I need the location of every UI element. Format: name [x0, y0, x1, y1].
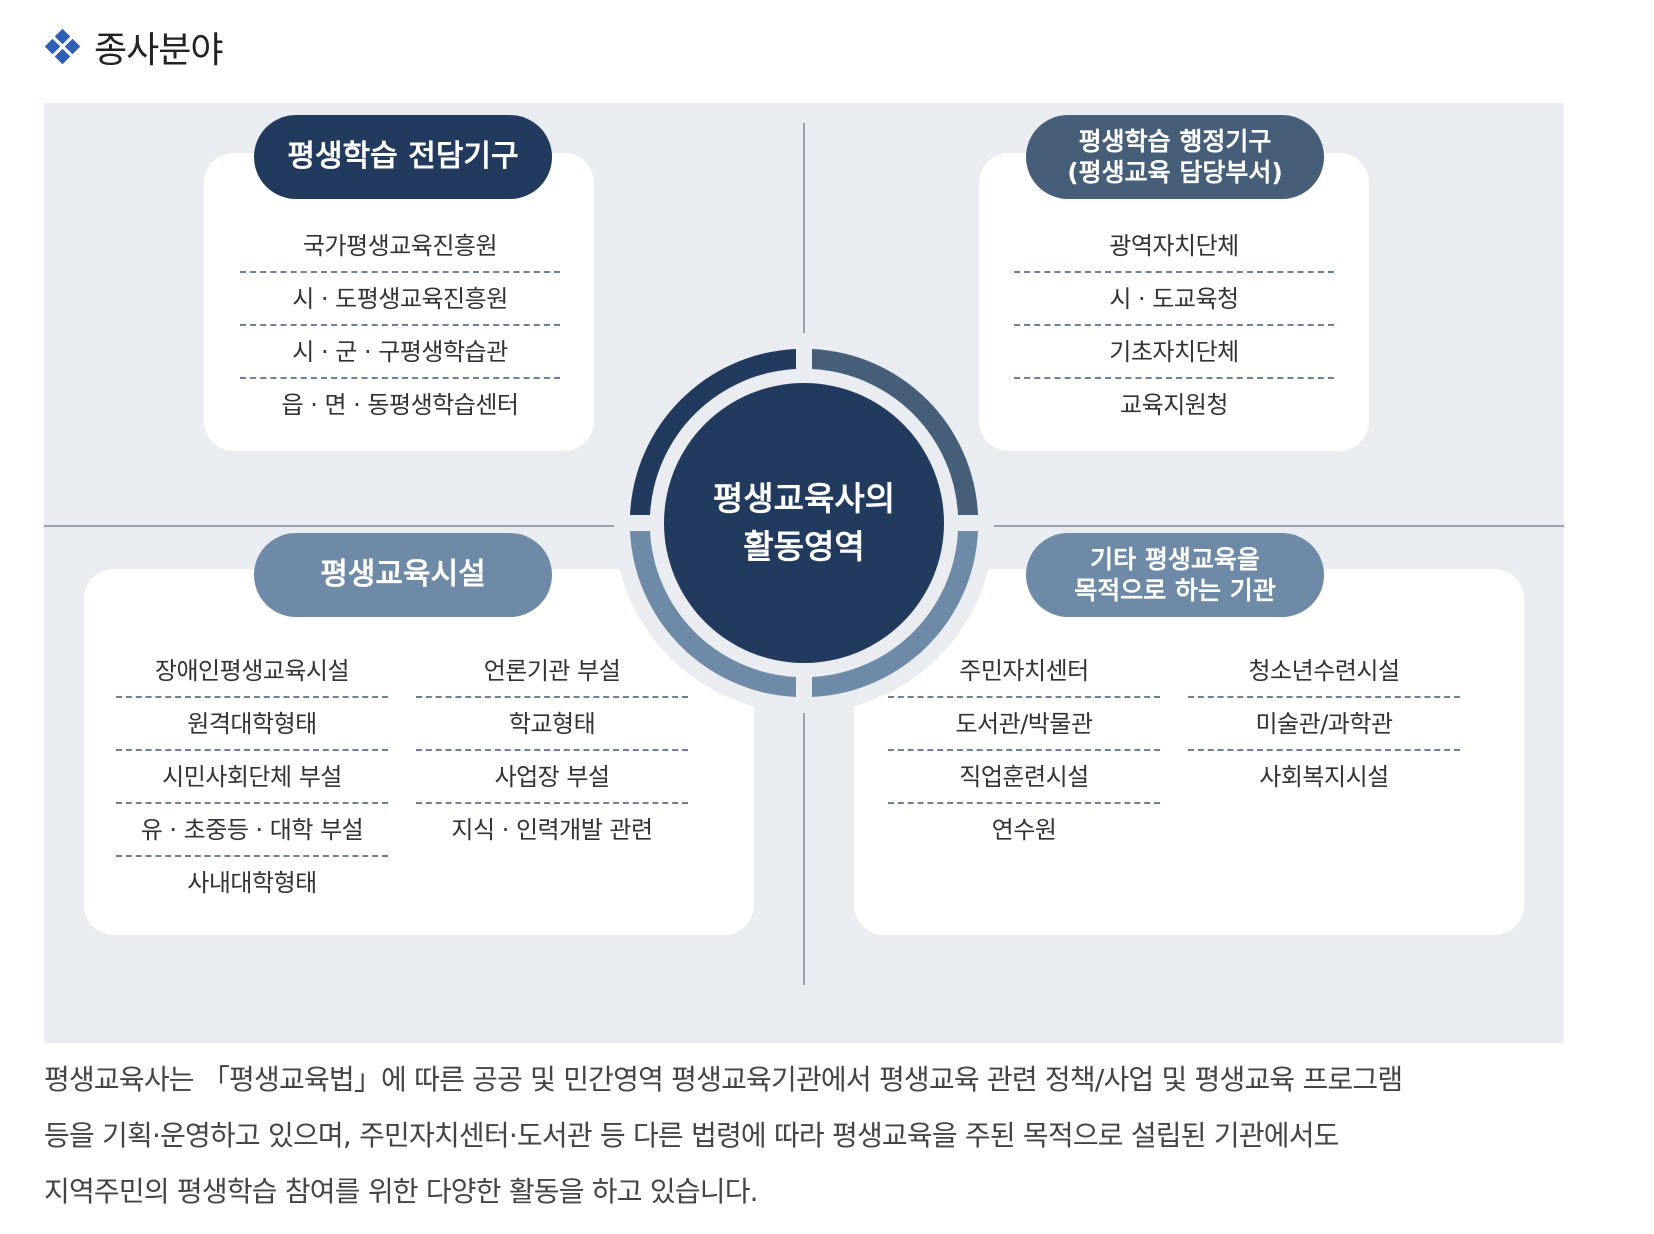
ring-segment-bottom-left	[630, 531, 796, 697]
list-other-institutions-column-1: 주민자치센터 도서관/박물관 직업훈련시설 연수원	[888, 645, 1160, 857]
description-paragraph: 평생교육사는 「평생교육법」에 따른 공공 및 민간영역 평생교육기관에서 평생…	[44, 1052, 1584, 1220]
quadrant-title-administrative-agency: 평생학습 행정기구 (평생교육 담당부서)	[1026, 115, 1324, 199]
center-label-line-2: 활동영역	[743, 527, 864, 566]
list-item: 시민사회단체 부설	[116, 751, 388, 804]
title-line: 목적으로 하는 기관	[1074, 576, 1276, 605]
list-item: 국가평생교육진흥원	[240, 220, 560, 273]
description-line: 지역주민의 평생학습 참여를 위한 다양한 활동을 하고 있습니다.	[44, 1175, 759, 1208]
quadrant-title-lifelong-learning-agency: 평생학습 전담기구	[254, 115, 552, 199]
section-title: 종사분야	[94, 30, 223, 71]
list-item: 시 · 군 · 구평생학습관	[240, 326, 560, 379]
list-administrative-agency: 광역자치단체 시 · 도교육청 기초자치단체 교육지원청	[1014, 220, 1334, 432]
quadrant-box-lifelong-education-facilities	[84, 569, 754, 935]
list-item: 사업장 부설	[416, 751, 688, 804]
list-item: 광역자치단체	[1014, 220, 1334, 273]
quadrant-box-administrative-agency	[979, 153, 1369, 451]
quadrant-box-other-institutions	[854, 569, 1524, 935]
list-item: 시 · 도평생교육진흥원	[240, 273, 560, 326]
ring-segment-bottom-right	[812, 531, 978, 697]
list-item: 지식 · 인력개발 관련	[451, 816, 653, 844]
quadrant-box-lifelong-learning-agency	[204, 153, 594, 451]
title-line: 평생학습 행정기구	[1078, 126, 1272, 156]
ring-segment-top-left	[630, 349, 796, 515]
list-item: 장애인평생교육시설	[116, 645, 388, 698]
list-lifelong-learning-agency: 국가평생교육진흥원 시 · 도평생교육진흥원 시 · 군 · 구평생학습관 읍 …	[240, 220, 560, 432]
list-other-institutions-column-2: 청소년수련시설 미술관/과학관 사회복지시설	[1188, 645, 1460, 804]
list-facilities-column-2: 언론기관 부설 학교형태 사업장 부설 지식 · 인력개발 관련	[416, 645, 688, 857]
list-item: 언론기관 부설	[416, 645, 688, 698]
list-item: 사내대학형태	[187, 869, 317, 897]
list-item: 원격대학형태	[116, 698, 388, 751]
center-circle	[664, 383, 944, 663]
list-item: 유 · 초중등 · 대학 부설	[116, 804, 388, 857]
title-line: 기타 평생교육을	[1090, 544, 1260, 574]
list-item: 주민자치센터	[888, 645, 1160, 698]
list-item: 청소년수련시설	[1188, 645, 1460, 698]
title-line: 평생학습 전담기구	[287, 139, 519, 175]
list-item: 기초자치단체	[1014, 326, 1334, 379]
ring-segment-top-right	[812, 349, 978, 515]
description-line: 평생교육사는 「평생교육법」에 따른 공공 및 민간영역 평생교육기관에서 평생…	[44, 1063, 1403, 1096]
description-line: 등을 기획·운영하고 있으며, 주민자치센터·도서관 등 다른 법령에 따라 평…	[44, 1119, 1339, 1152]
quadrant-title-other-institutions: 기타 평생교육을 목적으로 하는 기관	[1026, 533, 1324, 617]
list-item: 연수원	[991, 816, 1057, 844]
list-item: 시 · 도교육청	[1014, 273, 1334, 326]
activity-area-diagram: 평생학습 전담기구 국가평생교육진흥원 시 · 도평생교육진흥원 시 · 군 ·…	[44, 103, 1564, 1043]
list-item: 사회복지시설	[1259, 763, 1389, 791]
list-item: 직업훈련시설	[888, 751, 1160, 804]
quadrant-title-lifelong-education-facilities: 평생교육시설	[254, 533, 552, 617]
diamond-cluster-icon	[44, 28, 81, 65]
title-line: 평생교육시설	[320, 557, 486, 593]
list-item: 학교형태	[416, 698, 688, 751]
list-item: 읍 · 면 · 동평생학습센터	[281, 391, 520, 419]
center-label-line-1: 평생교육사의	[713, 479, 895, 518]
section-heading: 종사분야	[44, 22, 223, 72]
list-item: 도서관/박물관	[888, 698, 1160, 751]
center-ring: 평생교육사의 활동영역	[614, 333, 994, 713]
list-item: 교육지원청	[1120, 391, 1228, 419]
list-item: 미술관/과학관	[1188, 698, 1460, 751]
list-facilities-column-1: 장애인평생교육시설 원격대학형태 시민사회단체 부설 유 · 초중등 · 대학 …	[116, 645, 388, 910]
title-line: (평생교육 담당부서)	[1067, 158, 1283, 187]
